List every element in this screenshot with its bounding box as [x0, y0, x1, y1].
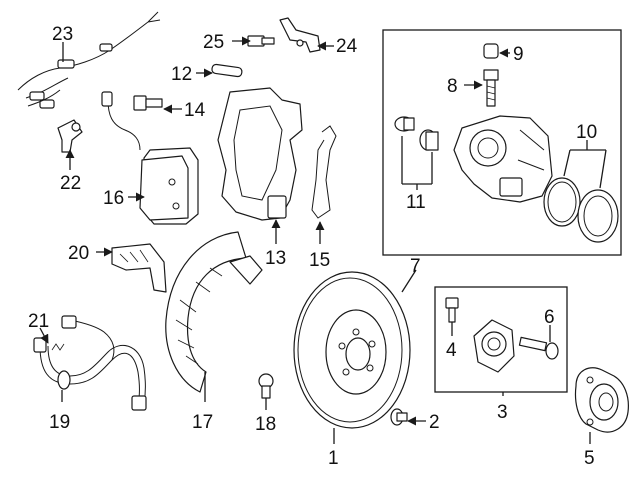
callout-21: 21 — [28, 311, 49, 332]
screw-2-part — [390, 408, 408, 426]
bleeder-cap-part — [483, 43, 499, 59]
callout-9: 9 — [513, 44, 524, 65]
callout-12: 12 — [171, 64, 192, 85]
callout-13: 13 — [265, 248, 286, 269]
callout-15: 15 — [309, 250, 330, 271]
shield-bracket-part — [111, 243, 167, 293]
callout-14: 14 — [184, 100, 206, 121]
callout-5: 5 — [584, 448, 595, 469]
callout-24: 24 — [336, 36, 358, 57]
leader-7 — [401, 269, 417, 293]
bleeder-screw-part — [483, 69, 499, 107]
sensor-harness-part — [17, 11, 161, 109]
splash-shield-part — [165, 231, 263, 393]
bolt-25-part — [247, 35, 275, 47]
callout-25: 25 — [203, 32, 224, 53]
guide-pin-part — [211, 63, 243, 78]
bolt-14-part — [133, 95, 163, 111]
hub-bolt-6-part — [518, 336, 559, 360]
callout-20: 20 — [68, 243, 89, 264]
leader-21 — [39, 327, 49, 344]
hub-bearing-part — [473, 319, 515, 373]
piston-seal-part — [543, 177, 619, 243]
callout-22: 22 — [60, 173, 81, 194]
brake-rotor-part — [293, 271, 411, 429]
callout-6: 6 — [544, 307, 555, 328]
callout-16: 16 — [103, 188, 124, 209]
guide-bolts-part — [394, 116, 439, 151]
callout-18: 18 — [255, 414, 276, 435]
caliper-part — [453, 115, 553, 203]
brake-pads-part — [101, 91, 199, 225]
callout-17: 17 — [192, 412, 213, 433]
callout-4: 4 — [446, 340, 457, 361]
callout-23: 23 — [52, 24, 73, 45]
callout-19: 19 — [49, 412, 70, 433]
callout-3: 3 — [497, 402, 508, 423]
hub-kit-box — [434, 286, 568, 393]
wheel-hub-part — [574, 367, 629, 433]
bolt-18-part — [258, 373, 274, 399]
callout-11: 11 — [406, 192, 426, 213]
callout-2: 2 — [429, 412, 440, 433]
callout-10: 10 — [576, 122, 597, 143]
caliper-assembly-box — [382, 29, 622, 256]
callout-8: 8 — [447, 76, 458, 97]
caliper-bracket-part — [217, 87, 303, 221]
anti-rattle-spring-part — [311, 125, 337, 219]
bracket-24-part — [279, 17, 321, 53]
callout-1: 1 — [328, 448, 339, 469]
leader-10 — [563, 140, 607, 189]
brake-hose-part — [33, 315, 147, 411]
hub-bolt-4-part — [445, 297, 459, 323]
callout-7: 7 — [410, 256, 421, 277]
abs-sensor-part — [57, 119, 83, 153]
